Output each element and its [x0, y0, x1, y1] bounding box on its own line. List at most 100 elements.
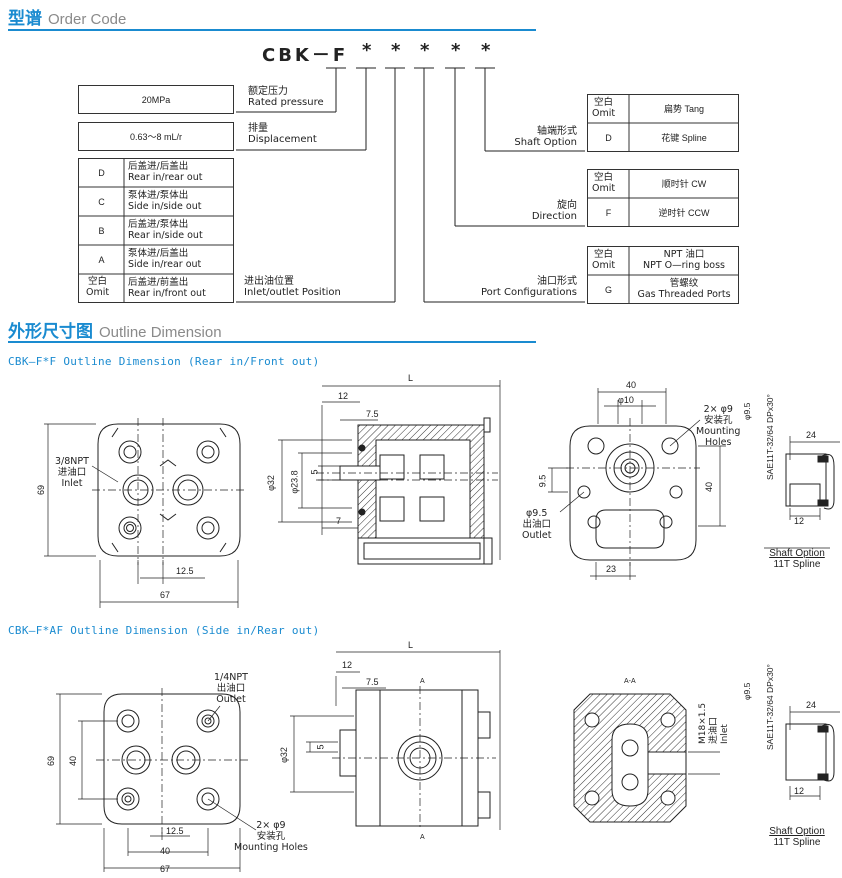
port-desc-npt-2: NPT O—ring boss: [643, 260, 725, 271]
d1-dim-7: 7: [336, 516, 342, 526]
d1-outlet-l3: Outlet: [522, 530, 552, 541]
d1-holes-l1: 2× φ9: [703, 404, 733, 415]
d2-shaft-12: 12: [794, 786, 805, 796]
position-row-d-zh: 后盖进/后盖出: [128, 161, 189, 172]
shaft-label-en: Shaft Option: [514, 137, 577, 148]
d2-dim-69: 69: [46, 755, 57, 767]
position-code-omit-zh: 空白: [88, 276, 108, 287]
direction-code-f: F: [605, 208, 612, 218]
outline-title-zh: 外形尺寸图: [8, 322, 93, 342]
d1-dim-9-5: 9.5: [537, 474, 548, 488]
option-tables-grid: [587, 94, 739, 304]
d1-shaft-24: 24: [806, 430, 817, 440]
d1-dim-l: L: [408, 373, 414, 383]
position-label: 进出油位置 Inlet/outlet Position: [244, 276, 341, 298]
d2-shaft-dia: φ9.5: [742, 682, 752, 700]
star-5: *: [481, 40, 491, 61]
port-code-omit-en: Omit: [592, 260, 616, 271]
pressure-value: 20MPa: [141, 94, 171, 105]
pressure-label: 额定压力 Rated pressure: [248, 86, 324, 108]
port-code-omit-zh: 空白: [594, 249, 614, 260]
d2-outlet-l3: Outlet: [216, 694, 246, 705]
pressure-label-en: Rated pressure: [248, 97, 324, 108]
displacement-label-zh: 排量: [248, 123, 268, 134]
shaft-desc-tang: 扁势 Tang: [663, 104, 705, 114]
direction-label-zh: 旋向: [557, 200, 577, 211]
order-code-title-en: Order Code: [48, 11, 127, 28]
direction-desc-ccw: 逆时针 CCW: [658, 208, 710, 218]
port-code-g: G: [604, 285, 612, 295]
d1-rear-body: [569, 425, 697, 561]
direction-label-en: Direction: [531, 211, 577, 222]
position-row-a-zh: 泵体进/后盖出: [128, 248, 189, 259]
d2-outlet-l1: 1/4NPT: [214, 672, 248, 683]
d2-dim-5: 5: [315, 744, 326, 750]
position-table-grid: [78, 158, 234, 303]
d2-inlet-l1: M18×1.5: [698, 702, 708, 744]
displacement-box: 0.63～8 mL/r: [78, 122, 234, 151]
d1-outlet-l1: φ9.5: [526, 508, 548, 519]
direction-code-omit-zh: 空白: [594, 172, 614, 183]
drawing2-title: CBK—F*AF Outline Dimension (Side in/Rear…: [8, 624, 320, 637]
order-code-rule: [8, 29, 536, 31]
d1-shaft-cap1: Shaft Option: [769, 548, 825, 559]
d1-inlet-l3: Inlet: [61, 478, 83, 489]
d1-dim-69: 69: [36, 484, 47, 496]
star-4: *: [451, 40, 461, 61]
outline-title-en: Outline Dimension: [99, 324, 222, 341]
d1-front-body: [97, 423, 241, 557]
d1-dim-12-5: 12.5: [176, 566, 194, 576]
d2-shaft-cap1: Shaft Option: [769, 826, 825, 837]
d2-shaft-24: 24: [806, 700, 817, 710]
port-desc-gas-2: Gas Threaded Ports: [637, 289, 731, 300]
d1-holes-l3: Mounting: [696, 426, 741, 437]
d1-inlet-l2: 进油口: [57, 467, 87, 478]
direction-code-omit-en: Omit: [592, 183, 616, 194]
d2-dim-67: 67: [160, 864, 171, 874]
d1-shaft-cap2: 11T Spline: [773, 559, 821, 570]
position-code-c: C: [98, 197, 105, 207]
d2-dim-32: φ32: [278, 747, 289, 763]
d2-holes-l2: 安装孔: [256, 831, 286, 842]
shaft-desc-spline: 花键 Spline: [661, 133, 707, 143]
position-table: [78, 158, 234, 303]
position-row-a-en: Side in/rear out: [128, 259, 202, 270]
d1-inlet-l1: 3/8NPT: [55, 456, 89, 467]
d2-inlet-l2: 进油口: [709, 716, 719, 744]
d1-dim-40v: 40: [704, 481, 715, 493]
displacement-value: 0.63～8 mL/r: [129, 131, 183, 142]
d2-shaft-cap2: 11T Spline: [773, 837, 821, 848]
shaft-code-omit-en: Omit: [592, 108, 616, 119]
position-code-a: A: [98, 255, 105, 265]
drawing1-title: CBK—F*F Outline Dimension (Rear in/Front…: [8, 355, 320, 368]
d1-dim-67: 67: [160, 590, 171, 600]
d2-outlet-l2: 出油口: [216, 683, 246, 694]
d1-dim-7-5: 7.5: [366, 409, 379, 419]
d2-section-label: A-A: [624, 678, 636, 685]
pressure-label-zh: 额定压力: [248, 86, 288, 97]
order-code-connectors: [236, 67, 585, 303]
star-2: *: [391, 40, 401, 61]
position-label-en: Inlet/outlet Position: [244, 287, 341, 298]
displacement-label-en: Displacement: [248, 134, 317, 145]
order-code-title-zh: 型谱: [8, 9, 42, 29]
d1-dim-10: φ10: [618, 395, 634, 405]
position-code-d: D: [98, 168, 105, 178]
d1-dim-32: φ32: [265, 475, 276, 491]
